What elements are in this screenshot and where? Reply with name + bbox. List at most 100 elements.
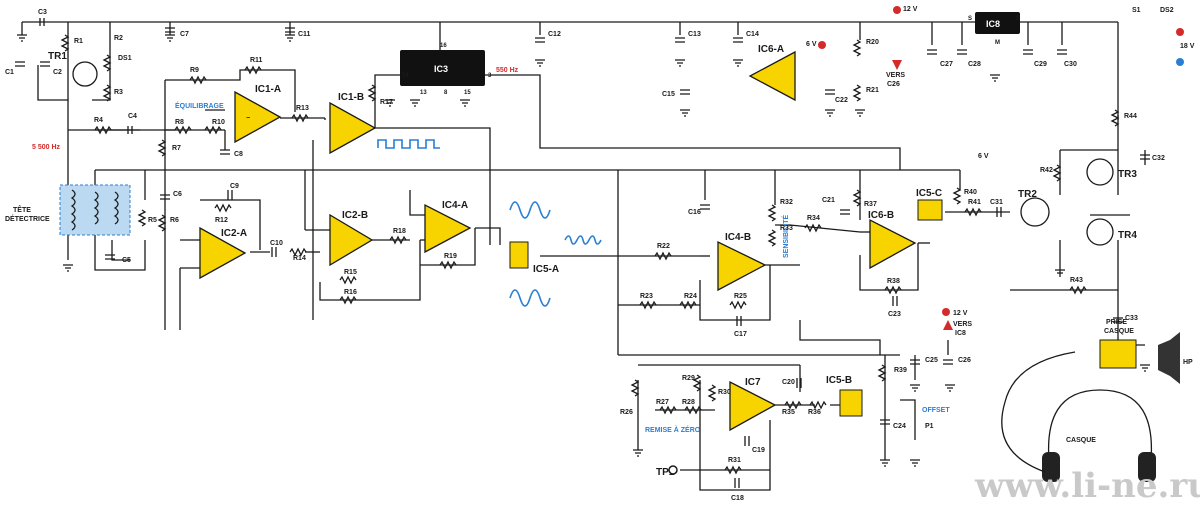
label-ic2a: IC2-A — [221, 228, 247, 239]
opamp-ic4a: IC4-A — [424, 200, 472, 254]
component-r7: R7 — [172, 145, 181, 152]
component-c24: C24 — [893, 423, 906, 430]
transistor-tr4: TR4 — [1086, 218, 1137, 246]
switch-ic5c: IC5-C — [916, 188, 943, 221]
label-ic4a: IC4-A — [442, 200, 468, 211]
component-r39: R39 — [894, 367, 907, 374]
component-r40: R40 — [964, 189, 977, 196]
svg-text:PRISE: PRISE — [1106, 319, 1127, 326]
component-r9: R9 — [190, 67, 199, 74]
ic3-pin-3: 3 — [488, 73, 492, 79]
label-ic6a: IC6-A — [758, 44, 784, 55]
component-c8: C8 — [234, 151, 243, 158]
svg-text:IC5-C: IC5-C — [916, 188, 942, 199]
component-c30: C30 — [1064, 61, 1077, 68]
power-indicators — [668, 6, 1184, 475]
headphones: CASQUE — [1001, 351, 1156, 482]
ic8-pin-e: E — [1016, 16, 1020, 22]
label-ic4b: IC4-B — [725, 232, 751, 243]
transistor-tr3: TR3 — [1086, 158, 1137, 186]
component-c3: C3 — [38, 9, 47, 16]
svg-text:HP: HP — [1183, 359, 1193, 366]
opamp-ic1a: − IC1-A — [234, 84, 282, 144]
component-c12: C12 — [548, 31, 561, 38]
component-c33: C33 — [1125, 315, 1138, 322]
component-r20: R20 — [866, 39, 879, 46]
label-12v-bottom: 12 V — [953, 310, 968, 317]
switch-ic5a: IC5-A — [509, 241, 559, 275]
component-r13: R13 — [296, 105, 309, 112]
component-c15: C15 — [662, 91, 675, 98]
label-ic1b: IC1-B — [338, 92, 364, 103]
component-r28: R28 — [682, 399, 695, 406]
svg-text:TR3: TR3 — [1118, 169, 1137, 180]
component-r33: R33 — [780, 225, 793, 232]
label-tete: TÊTE — [13, 205, 31, 214]
component-r12: R12 — [215, 217, 228, 224]
ic3-pin-14: 14 — [402, 73, 409, 79]
component-r15: R15 — [344, 269, 357, 276]
label-18v: 18 V — [1180, 43, 1195, 50]
component-r42: R42 — [1040, 167, 1053, 174]
component-r21: R21 — [866, 87, 879, 94]
component-r22: R22 — [657, 243, 670, 250]
ic8-pin-m: M — [995, 40, 1000, 46]
label-detectrice: DÉTECTRICE — [5, 214, 50, 223]
component-c9: C9 — [230, 183, 239, 190]
component-r4: R4 — [94, 117, 103, 124]
component-c14: C14 — [746, 31, 759, 38]
ic8-regulator: IC8 S E M — [968, 12, 1020, 46]
opamp-ic6b: IC6-B — [868, 210, 917, 270]
component-c31: C31 — [990, 199, 1003, 206]
component-c29: C29 — [1034, 61, 1047, 68]
label-ds1: DS1 — [118, 55, 132, 62]
label-vers-ic8-2: IC8 — [955, 330, 966, 337]
label-remise-a-zero: REMISE À ZÉRO — [645, 425, 701, 434]
component-r32: R32 — [780, 199, 793, 206]
label-tp1: TP1 — [656, 467, 675, 478]
label-6v-top: 6 V — [806, 41, 817, 48]
component-r44: R44 — [1124, 113, 1137, 120]
label-ds2: DS2 — [1160, 7, 1174, 14]
component-c27: C27 — [940, 61, 953, 68]
component-r5: R5 — [148, 217, 157, 224]
svg-text:CASQUE: CASQUE — [1066, 437, 1096, 444]
label-ic2b: IC2-B — [342, 210, 368, 221]
component-r11: R11 — [250, 57, 263, 64]
ic3-pin-16: 16 — [440, 43, 447, 49]
speaker: HP — [1158, 332, 1193, 384]
wires — [21, 21, 1146, 491]
svg-text:CASQUE: CASQUE — [1104, 328, 1134, 335]
sine-wave-bottom — [509, 289, 551, 307]
component-c19: C19 — [752, 447, 765, 454]
annotation-labels: ÉQUILIBRAGE SENSIBILITÉ REMISE À ZÉRO OF… — [32, 6, 1195, 478]
ic3-chip: IC3 16 14 3 13 8 15 — [400, 43, 492, 96]
label-ic1a: IC1-A — [255, 84, 281, 95]
component-r25: R25 — [734, 293, 747, 300]
component-c18: C18 — [731, 495, 744, 502]
component-c1: C1 — [5, 69, 14, 76]
component-c25: C25 — [925, 357, 938, 364]
component-c23: C23 — [888, 311, 901, 318]
component-r24: R24 — [684, 293, 697, 300]
component-r34: R34 — [807, 215, 820, 222]
component-c16: C16 — [688, 209, 701, 216]
svg-text:TR2: TR2 — [1018, 189, 1037, 200]
opamp-ic1b: IC1-B — [329, 92, 377, 155]
component-r14: R14 — [293, 255, 306, 262]
opamp-ic7: IC7 — [729, 377, 777, 432]
label-sensibilite: SENSIBILITÉ — [781, 214, 790, 258]
component-r23: R23 — [640, 293, 653, 300]
opamp-ic4b: IC4-B — [717, 232, 767, 292]
label-ic7: IC7 — [745, 377, 761, 388]
component-r1: R1 — [74, 38, 83, 45]
component-c11: C11 — [298, 31, 311, 38]
label-6v-mid: 6 V — [978, 153, 989, 160]
component-c4: C4 — [128, 113, 137, 120]
component-r6: R6 — [170, 217, 179, 224]
ic8-pin-s: S — [968, 16, 972, 22]
label-12v-top: 12 V — [903, 6, 918, 13]
svg-text:−: − — [246, 115, 250, 122]
